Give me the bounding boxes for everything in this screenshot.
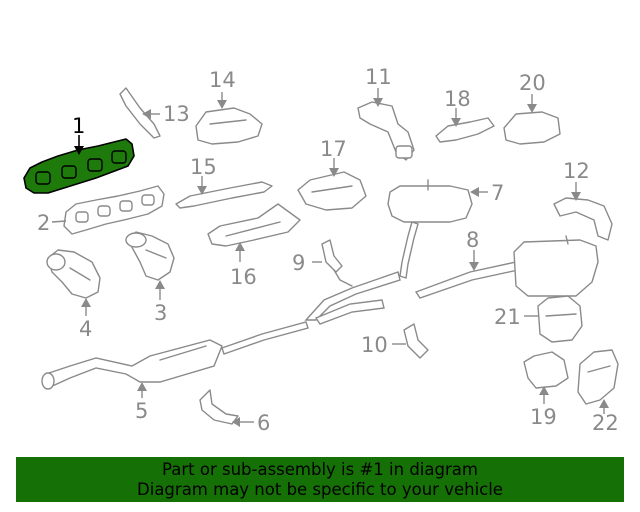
callout-14[interactable]: 14 (209, 68, 236, 92)
part-17-heat-shield[interactable] (297, 158, 367, 211)
part-1-exhaust-manifold[interactable] (23, 135, 135, 194)
part-16-heat-shield[interactable] (207, 203, 301, 262)
callout-7[interactable]: 7 (491, 181, 504, 205)
callout-9[interactable]: 9 (292, 251, 305, 275)
callout-21[interactable]: 21 (494, 305, 521, 329)
part-21-heat-shield[interactable] (524, 295, 583, 343)
part-19-bracket[interactable] (523, 351, 569, 404)
callout-12[interactable]: 12 (563, 159, 590, 183)
part-12-mount-bracket[interactable] (553, 182, 613, 241)
callout-22[interactable]: 22 (592, 411, 619, 435)
callout-4[interactable]: 4 (79, 317, 92, 341)
y-pipe (304, 271, 401, 325)
callout-10[interactable]: 10 (361, 333, 388, 357)
part-13-heat-shield[interactable] (119, 87, 161, 139)
callout-19[interactable]: 19 (530, 405, 557, 429)
part-2-manifold-gasket[interactable] (51, 185, 165, 235)
fitment-notice-banner: Part or sub-assembly is #1 in diagram Di… (16, 457, 624, 502)
part-18-heat-shield[interactable] (435, 108, 495, 143)
callout-18[interactable]: 18 (444, 87, 471, 111)
callout-3[interactable]: 3 (154, 301, 167, 325)
part-8-rear-muffler[interactable] (414, 235, 599, 299)
part-3-catalytic-converter[interactable] (125, 231, 175, 300)
part-7-rear-muffler[interactable] (387, 179, 488, 279)
part-10-hanger-bracket[interactable] (392, 323, 429, 359)
part-4-catalytic-converter[interactable] (46, 249, 101, 316)
callout-8[interactable]: 8 (466, 228, 479, 252)
callout-13[interactable]: 13 (163, 102, 190, 126)
callout-1[interactable]: 1 (72, 114, 85, 138)
part-14-heat-shield[interactable] (195, 92, 263, 145)
callout-16[interactable]: 16 (230, 265, 257, 289)
part-5-front-pipe-assembly[interactable] (41, 321, 309, 398)
callout-6[interactable]: 6 (257, 411, 270, 435)
part-20-bracket[interactable] (503, 94, 561, 145)
notice-line-1: Part or sub-assembly is #1 in diagram (162, 459, 478, 479)
part-11-mount-bracket[interactable] (357, 88, 415, 161)
part-6-heat-shield-bracket[interactable] (199, 389, 254, 427)
callout-15[interactable]: 15 (190, 155, 217, 179)
part-9-hanger-bracket[interactable] (312, 239, 353, 287)
callout-17[interactable]: 17 (320, 137, 347, 161)
callout-11[interactable]: 11 (365, 65, 392, 89)
part-15-heat-shield[interactable] (175, 176, 273, 209)
part-22-heat-shield[interactable] (577, 349, 619, 414)
notice-line-2: Diagram may not be specific to your vehi… (137, 479, 503, 499)
callout-20[interactable]: 20 (519, 71, 546, 95)
callout-5[interactable]: 5 (135, 399, 148, 423)
callout-2[interactable]: 2 (37, 211, 50, 235)
